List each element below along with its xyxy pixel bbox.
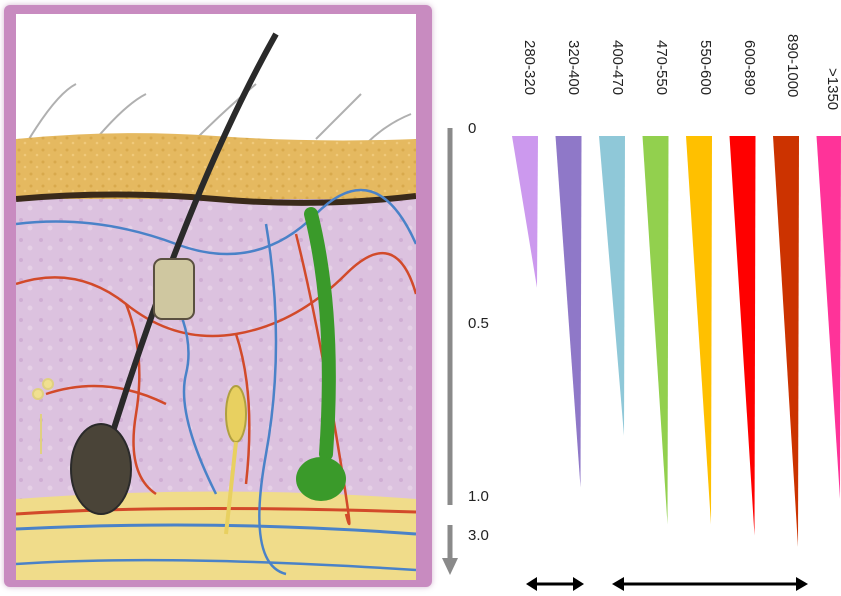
double-arrow-icon — [612, 577, 808, 591]
skin-cross-section — [16, 14, 416, 580]
wedge-280-320 — [512, 136, 538, 288]
wavelength-label-470-550: 470-550 — [653, 40, 670, 95]
wavelength-label-280-320: 280-320 — [521, 40, 538, 95]
wedge-400-470 — [599, 136, 625, 436]
wedge-320-400 — [556, 136, 582, 488]
wedge-470-550 — [643, 136, 669, 525]
depth-tick-0: 0 — [468, 120, 476, 137]
double-arrow-icon — [526, 577, 584, 591]
wavelength-label-320-400: 320-400 — [565, 40, 582, 95]
wavelength-label-400-470: 400-470 — [609, 40, 626, 95]
wedge-550-600 — [686, 136, 712, 525]
wavelength-label-890-1000: 890-1000 — [784, 34, 801, 97]
hair-follicle-bulb — [71, 424, 131, 514]
wedge-890-1000 — [773, 136, 799, 547]
sweat-gland — [296, 457, 346, 501]
depth-axis — [430, 110, 500, 580]
wedge-gt1350 — [817, 136, 841, 499]
depth-tick-0.5: 0.5 — [468, 315, 489, 332]
wavelength-label-1350: >1350 — [824, 68, 841, 110]
wedge-600-890 — [730, 136, 756, 536]
depth-tick-1.0: 1.0 — [468, 488, 489, 505]
depth-tick-3.0: 3.0 — [468, 527, 489, 544]
wavelength-label-550-600: 550-600 — [697, 40, 714, 95]
range-arrows — [0, 560, 841, 596]
wavelength-label-600-890: 600-890 — [741, 40, 758, 95]
penetration-depth-scale: 0 0.5 1.0 3.0 — [430, 110, 500, 580]
